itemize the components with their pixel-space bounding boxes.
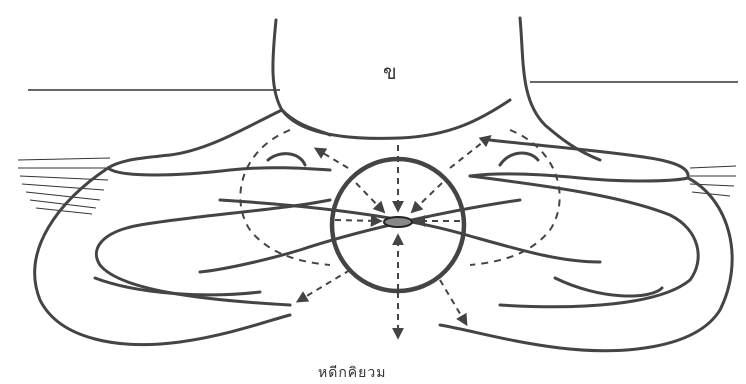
side-hatching-right — [690, 166, 736, 196]
center-dot — [384, 217, 412, 227]
dashed-energy-field — [240, 130, 559, 265]
top-glyph-label: ข — [383, 56, 397, 88]
bottom-caption: หดีกคิยวม — [318, 362, 386, 384]
outward-arrows — [300, 138, 488, 335]
